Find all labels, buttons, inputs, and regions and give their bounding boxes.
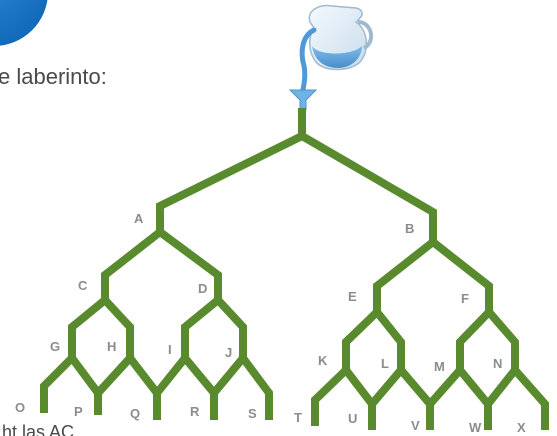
pipe-N-to-W <box>484 367 519 407</box>
pipe-E-to-K <box>342 309 380 370</box>
node-label-K: K <box>318 353 328 368</box>
pipe-D-to-J <box>215 297 247 358</box>
pipe-K-to-T <box>311 367 349 426</box>
pipe-root-to-B <box>299 132 437 242</box>
pipe-C-to-G <box>68 296 108 358</box>
node-label-O: O <box>15 400 25 415</box>
intro-text: e laberinto: <box>0 64 107 89</box>
node-label-E: E <box>348 289 357 304</box>
pipe-C-to-H <box>102 297 134 358</box>
pipe-J-to-S <box>239 355 273 420</box>
pipe-network <box>40 108 549 430</box>
pipe-L-to-U <box>368 367 405 407</box>
water-stream-icon <box>299 27 317 97</box>
node-label-X: X <box>517 420 526 435</box>
pipe-N-to-X <box>512 367 549 430</box>
node-label-D: D <box>198 281 207 296</box>
pipe-B-to-E <box>373 238 436 312</box>
node-label-V: V <box>411 418 420 433</box>
pipe-F-to-M <box>456 309 492 370</box>
pipe-A-to-C <box>101 228 163 300</box>
node-label-S: S <box>248 406 257 421</box>
node-label-F: F <box>461 291 469 306</box>
node-label-R: R <box>190 404 200 419</box>
pipe-H-to-P <box>95 355 133 396</box>
pipe-G-to-O <box>40 355 75 413</box>
pipe-A-to-D <box>157 228 222 300</box>
funnel-icon <box>288 89 318 111</box>
node-label-M: M <box>434 359 445 374</box>
pipe-I-to-Q <box>153 355 189 396</box>
node-label-G: G <box>50 339 60 354</box>
node-label-H: H <box>107 339 116 354</box>
node-labels: A B C D E F G H I J K L M N O P Q R S T … <box>15 211 526 435</box>
node-label-N: N <box>493 356 502 371</box>
node-label-T: T <box>294 410 302 425</box>
node-label-J: J <box>225 345 232 360</box>
pipe-J-to-R <box>210 355 247 396</box>
pipe-F-to-N <box>485 309 519 370</box>
node-label-L: L <box>381 356 389 371</box>
node-label-P: P <box>74 404 83 419</box>
pipe-D-to-I <box>181 296 221 358</box>
pitcher-icon <box>308 4 374 71</box>
pipe-E-to-L <box>373 309 405 370</box>
node-label-B: B <box>405 221 414 236</box>
node-label-A: A <box>134 211 144 226</box>
node-label-U: U <box>348 411 357 426</box>
node-label-W: W <box>469 420 482 435</box>
node-label-Q: Q <box>130 406 140 421</box>
node-label-C: C <box>78 278 88 293</box>
pipe-M-to-V <box>427 367 463 407</box>
pipe-root-to-A <box>156 132 304 232</box>
pipe-B-to-F <box>430 238 493 312</box>
bottom-text: ht las AC <box>2 422 75 436</box>
node-label-I: I <box>168 342 172 357</box>
